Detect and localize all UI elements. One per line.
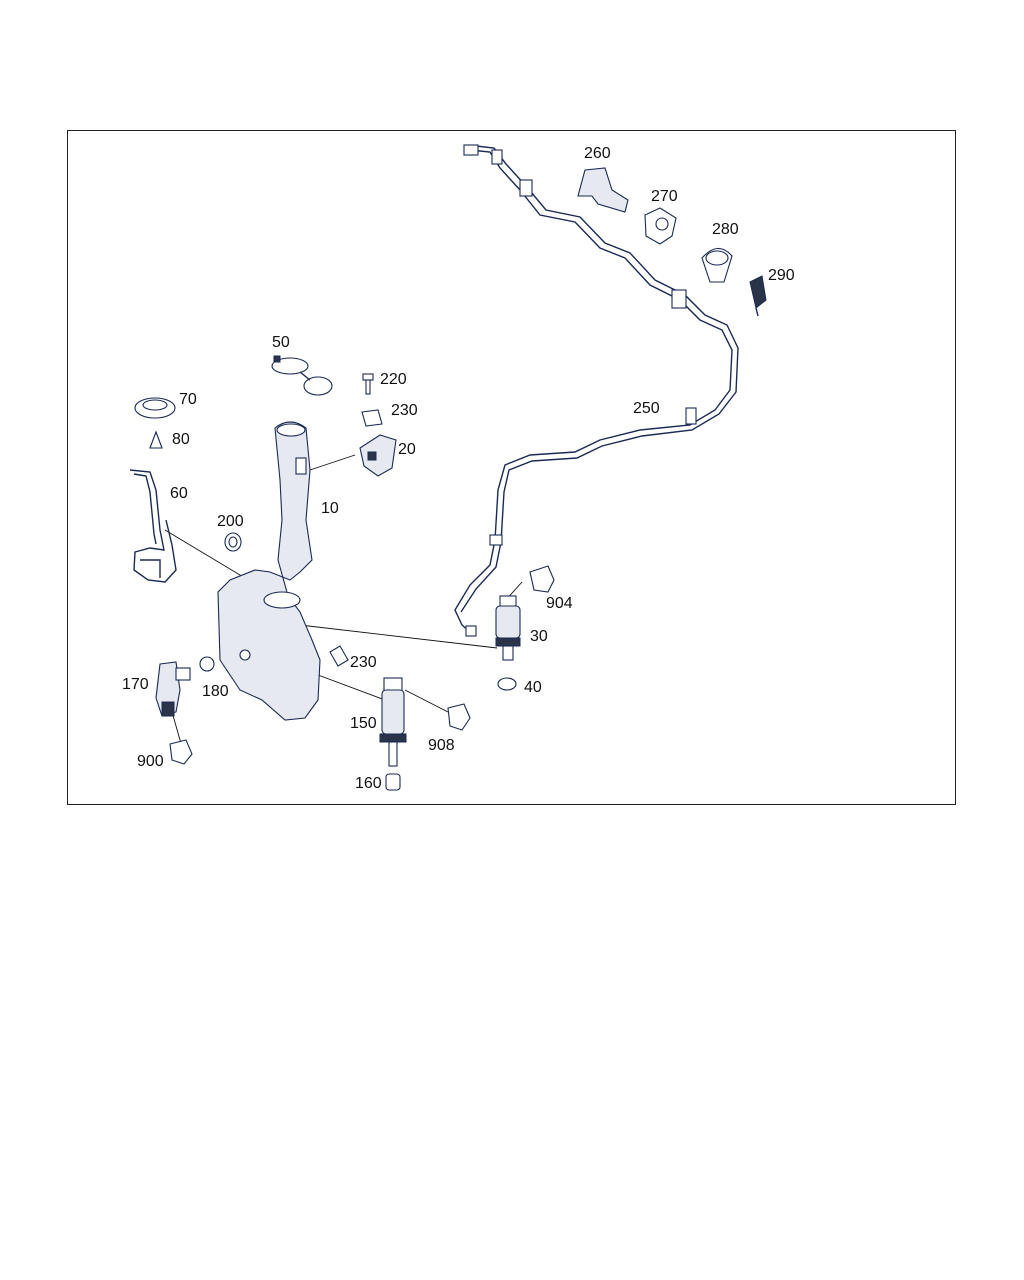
clip-icon bbox=[685, 407, 697, 425]
label-230b: 230 bbox=[350, 654, 377, 671]
plug-80-icon bbox=[149, 430, 163, 449]
clip-270-icon bbox=[644, 207, 677, 245]
part-labels: 260 270 280 290 250 50 220 230 70 80 20 … bbox=[122, 145, 795, 792]
cap-50-icon bbox=[271, 355, 333, 396]
label-70: 70 bbox=[179, 391, 197, 408]
clip-icon bbox=[519, 179, 533, 197]
connector-icon bbox=[463, 144, 479, 156]
label-290: 290 bbox=[768, 267, 795, 284]
label-40: 40 bbox=[524, 679, 542, 696]
seal-200-icon bbox=[224, 532, 242, 552]
label-170: 170 bbox=[122, 676, 149, 693]
label-150: 150 bbox=[350, 715, 377, 732]
label-220: 220 bbox=[380, 371, 407, 388]
label-900: 900 bbox=[137, 753, 164, 770]
label-30: 30 bbox=[530, 628, 548, 645]
connector-904-icon bbox=[529, 565, 555, 593]
label-904: 904 bbox=[546, 595, 573, 612]
label-260: 260 bbox=[584, 145, 611, 162]
label-270: 270 bbox=[651, 188, 678, 205]
bracket-20-icon bbox=[359, 434, 397, 477]
clip-icon bbox=[671, 289, 687, 309]
pump-30-icon bbox=[495, 595, 521, 661]
plug-160-icon bbox=[385, 773, 401, 791]
clamp-280-icon bbox=[701, 247, 733, 283]
label-200: 200 bbox=[217, 513, 244, 530]
connector-908-icon bbox=[447, 703, 471, 731]
label-10: 10 bbox=[321, 500, 339, 517]
reservoir-10-icon bbox=[217, 421, 321, 721]
grommet-40-icon bbox=[497, 677, 517, 691]
label-160: 160 bbox=[355, 775, 382, 792]
grommet-70-icon bbox=[134, 397, 176, 419]
label-50: 50 bbox=[272, 334, 290, 351]
plug-180-icon bbox=[199, 656, 215, 672]
pump-150-icon bbox=[379, 677, 407, 767]
connector-900-icon bbox=[169, 739, 193, 765]
connector-icon bbox=[465, 625, 477, 637]
diagram-frame bbox=[67, 130, 956, 805]
label-20: 20 bbox=[398, 441, 416, 458]
nut-230-icon bbox=[361, 409, 383, 427]
sensor-170-icon bbox=[155, 661, 191, 717]
clip-icon bbox=[491, 149, 503, 165]
hose-250 bbox=[454, 144, 739, 637]
label-180: 180 bbox=[202, 683, 229, 700]
bolt-220-icon bbox=[362, 373, 374, 395]
nut-230b-icon bbox=[329, 645, 349, 667]
plug-290-icon bbox=[749, 275, 767, 317]
bracket-260-icon bbox=[577, 167, 629, 213]
label-230: 230 bbox=[391, 402, 418, 419]
tube-60-icon bbox=[129, 469, 177, 583]
clip-icon bbox=[489, 534, 503, 546]
label-60: 60 bbox=[170, 485, 188, 502]
label-280: 280 bbox=[712, 221, 739, 238]
label-80: 80 bbox=[172, 431, 190, 448]
label-250: 250 bbox=[633, 400, 660, 417]
label-908: 908 bbox=[428, 737, 455, 754]
